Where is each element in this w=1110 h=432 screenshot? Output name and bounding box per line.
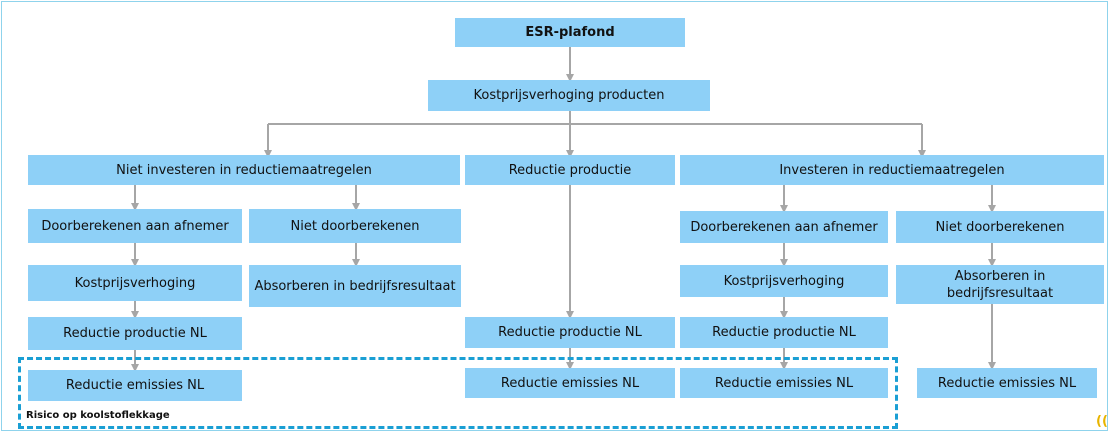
node-left-absorberen: Absorberen in bedrijfsresultaat bbox=[249, 265, 461, 307]
node-kostprijsverhoging-producten: Kostprijsverhoging producten bbox=[428, 80, 710, 111]
risk-group-label: Risico op koolstoflekkage bbox=[26, 410, 170, 421]
node-niet-investeren: Niet investeren in reductiemaatregelen bbox=[28, 155, 460, 185]
node-right-kostprijsverhoging: Kostprijsverhoging bbox=[680, 265, 888, 297]
node-left-kostprijsverhoging: Kostprijsverhoging bbox=[28, 265, 242, 301]
node-reductie-productie: Reductie productie bbox=[465, 155, 675, 185]
node-investeren: Investeren in reductiemaatregelen bbox=[680, 155, 1104, 185]
risk-group-box bbox=[18, 357, 898, 429]
node-mid-reductie-emissies-nl: Reductie emissies NL bbox=[465, 368, 675, 398]
node-right-niet-doorberekenen: Niet doorberekenen bbox=[896, 211, 1104, 243]
node-esr-plafond: ESR-plafond bbox=[455, 18, 685, 47]
node-right-absorberen: Absorberen in bedrijfsresultaat bbox=[896, 265, 1104, 304]
node-right-doorberekenen: Doorberekenen aan afnemer bbox=[680, 211, 888, 243]
node-right-reductie-emissies-nl: Reductie emissies NL bbox=[680, 368, 888, 398]
node-left-reductie-productie-nl: Reductie productie NL bbox=[28, 317, 242, 350]
node-left-doorberekenen: Doorberekenen aan afnemer bbox=[28, 209, 242, 243]
node-right-reductie-productie-nl: Reductie productie NL bbox=[680, 317, 888, 348]
node-left-niet-doorberekenen: Niet doorberekenen bbox=[249, 209, 461, 243]
node-mid-reductie-productie-nl: Reductie productie NL bbox=[465, 317, 675, 348]
node-left-reductie-emissies-nl: Reductie emissies NL bbox=[28, 370, 242, 401]
node-far-right-reductie-emissies-nl: Reductie emissies NL bbox=[917, 368, 1097, 398]
corner-logo-glyph: (( bbox=[1096, 414, 1108, 429]
